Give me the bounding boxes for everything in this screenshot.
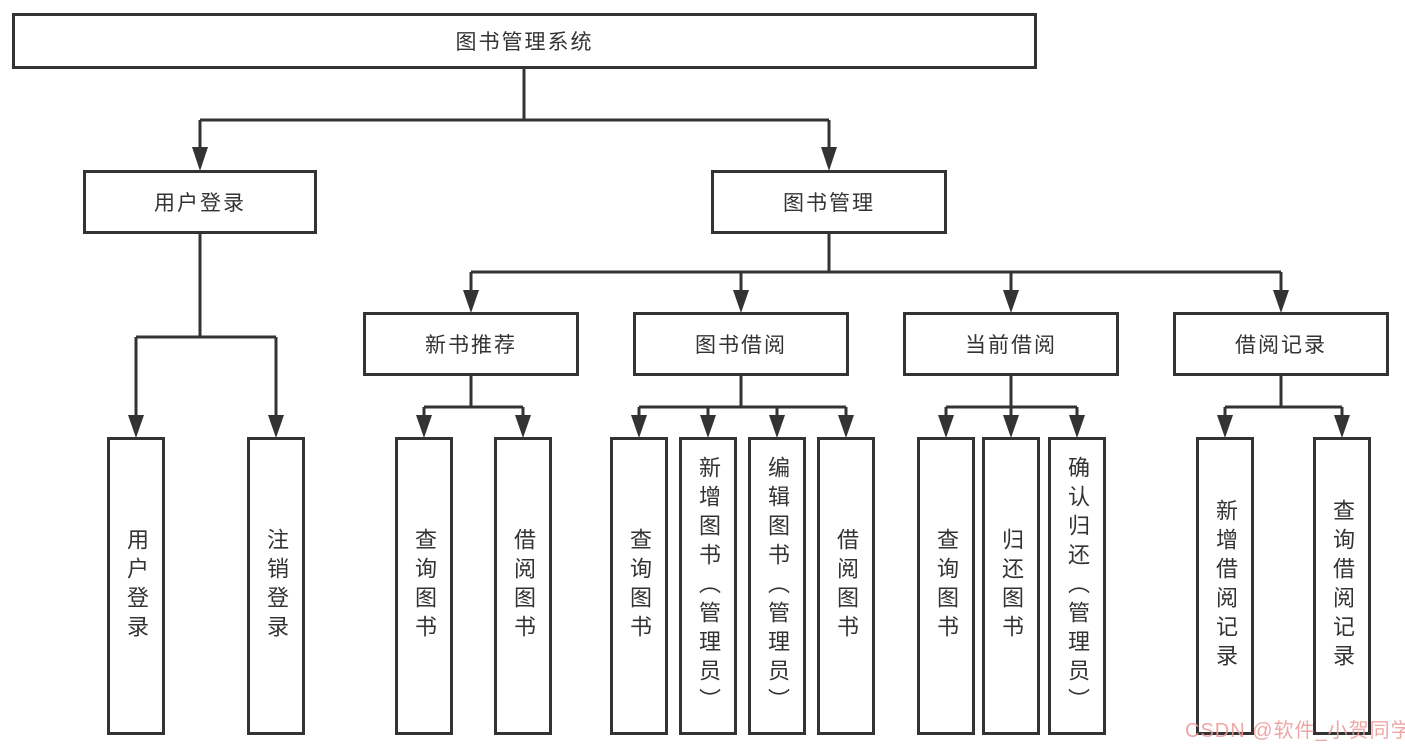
leaf-records-query-record: 查询借阅记录 — [1313, 437, 1371, 735]
tree-edges — [134, 69, 1344, 418]
node-book-management: 图书管理 — [711, 170, 947, 234]
leaf-user-login: 用户登录 — [107, 437, 165, 735]
leaf-records-add-record: 新增借阅记录 — [1196, 437, 1254, 735]
watermark: CSDN @软件_小贺同学 — [1185, 720, 1405, 742]
leaf-current-confirm-return-admin: 确认归还（管理员） — [1048, 437, 1106, 735]
leaf-borrowing-edit-books-admin: 编辑图书（管理员） — [748, 437, 806, 735]
node-new-book-recommend: 新书推荐 — [363, 312, 579, 376]
leaf-current-return-books: 归还图书 — [982, 437, 1040, 735]
leaf-borrowing-query-books: 查询图书 — [610, 437, 668, 735]
node-borrowing-records: 借阅记录 — [1173, 312, 1389, 376]
leaf-recommend-borrow-books: 借阅图书 — [494, 437, 552, 735]
leaf-borrowing-add-books-admin: 新增图书（管理员） — [679, 437, 737, 735]
leaf-recommend-query-books: 查询图书 — [395, 437, 453, 735]
node-current-borrowing: 当前借阅 — [903, 312, 1119, 376]
leaf-logout: 注销登录 — [247, 437, 305, 735]
arrow-heads — [128, 147, 1350, 438]
node-book-borrowing: 图书借阅 — [633, 312, 849, 376]
leaf-current-query-books: 查询图书 — [917, 437, 975, 735]
node-root: 图书管理系统 — [12, 13, 1037, 69]
node-user-login: 用户登录 — [83, 170, 317, 234]
leaf-borrowing-borrow-books: 借阅图书 — [817, 437, 875, 735]
